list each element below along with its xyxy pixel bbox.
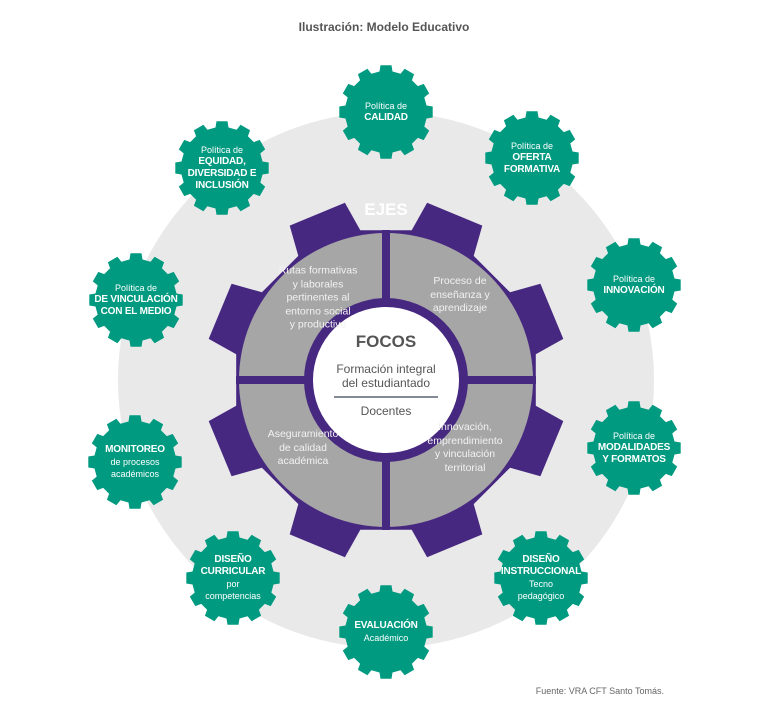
gear-innovacion (587, 238, 681, 332)
gear-label-line: INSTRUCCIONAL (500, 566, 582, 577)
gear-label-line: competencias (205, 591, 261, 601)
gear-label-evaluacion: EVALUACIÓN Académico (354, 620, 418, 644)
gear-label-line: DIVERSIDAD E (187, 168, 257, 179)
gear-vinculacion (89, 253, 183, 347)
gear-label-line: Académico (363, 633, 409, 643)
gear-label-line: MODALIDADES (597, 442, 671, 453)
gear-label-line: por (226, 579, 240, 589)
gear-diseno-curricular (186, 531, 280, 625)
gear-label-line: OFERTA (512, 152, 552, 163)
gear-label-line: MONITOREO (105, 444, 165, 455)
gear-label-line: Política de (510, 141, 554, 151)
focos-docentes: Docentes (360, 404, 412, 418)
gear-label-line: INNOVACIÓN (603, 285, 665, 296)
gear-label-line: Política de (612, 274, 656, 284)
figure-title: Ilustración: Modelo Educativo (298, 20, 470, 34)
gear-label-line: DISEÑO (214, 554, 252, 565)
gear-label-line: FORMATIVA (503, 164, 561, 175)
gear-label-line: DISEÑO (522, 554, 560, 565)
gear-oferta (485, 111, 579, 205)
gear-calidad (339, 65, 433, 159)
gear-label-line: DE VINCULACIÓN (94, 294, 178, 305)
gear-label-line: Política de (114, 283, 158, 293)
source-note: Fuente: VRA CFT Santo Tomás. (535, 686, 664, 696)
focos-circle (313, 307, 459, 453)
gear-label-line: Política de (364, 101, 408, 111)
gear-label-line: EQUIDAD, (198, 156, 246, 167)
gear-label-line: Política de (200, 145, 244, 155)
gear-label-line: Tecno (528, 579, 554, 589)
gear-label-line: de procesos (110, 457, 160, 467)
focos-label: FOCOS (355, 332, 417, 351)
gear-evaluacion (339, 585, 433, 679)
gear-label-line: pedagógico (517, 591, 565, 601)
gear-label-line: CALIDAD (364, 112, 408, 123)
gear-label-line: académicos (110, 469, 160, 479)
gear-label-line: Política de (612, 431, 656, 441)
gear-label-line: Y FORMATOS (602, 454, 666, 465)
gear-label-monitoreo: MONITOREO de procesos académicos (105, 444, 165, 480)
gear-label-line: EVALUACIÓN (354, 620, 418, 631)
gear-equidad (175, 121, 269, 215)
ejes-label: EJES (364, 200, 408, 219)
gear-label-line: CURRICULAR (200, 566, 266, 577)
gear-label-line: INCLUSIÓN (195, 180, 249, 191)
gear-modalidades (587, 401, 681, 495)
gear-monitoreo (88, 415, 182, 509)
gear-label-line: CON EL MEDIO (100, 306, 172, 317)
gear-diseno-instruccional (494, 531, 588, 625)
